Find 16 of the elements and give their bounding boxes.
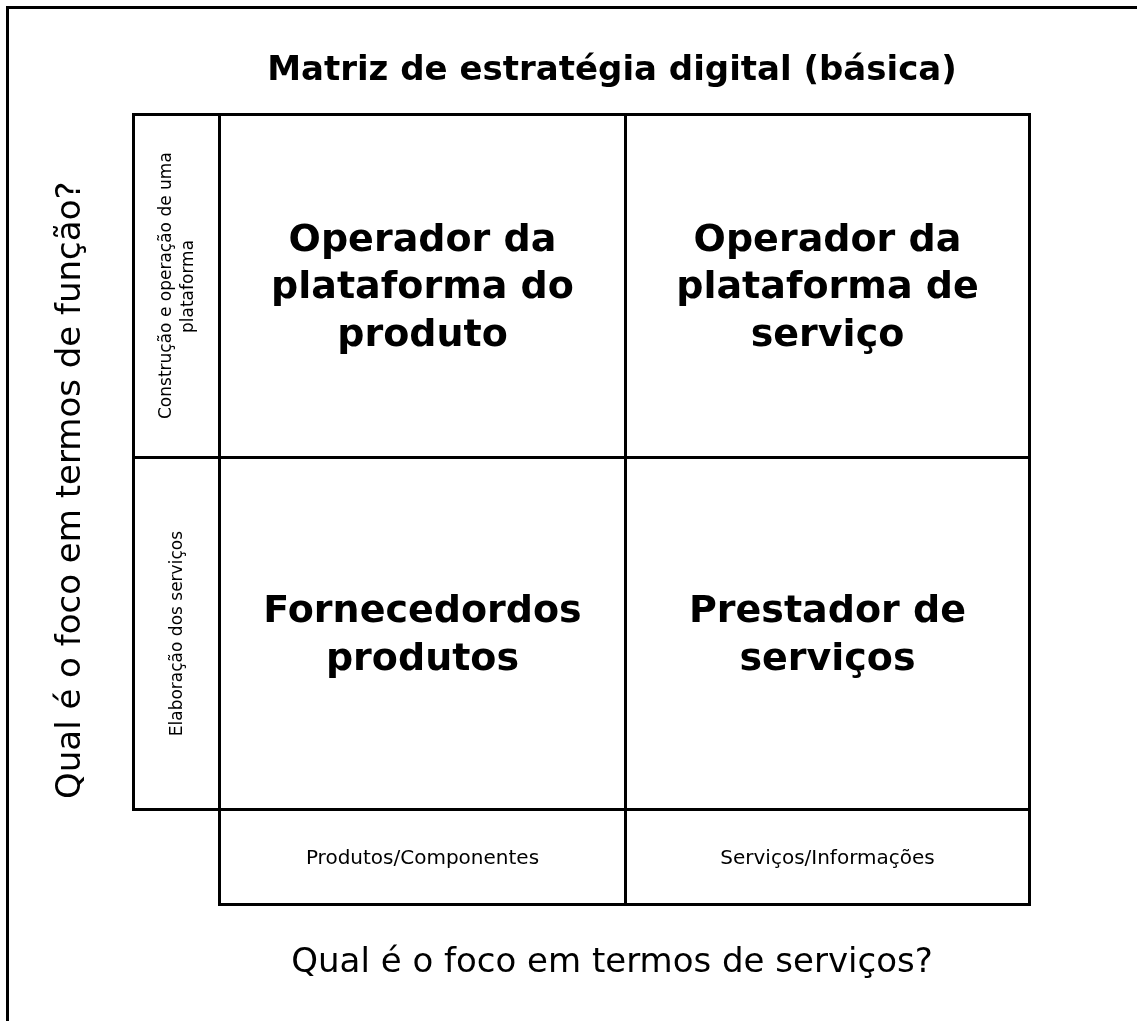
quadrant-title: Operador da plataforma de serviço xyxy=(675,214,980,357)
axis-title: Qual é o foco em termos de serviços? xyxy=(290,940,934,980)
title: Matriz de estratégia digital (básica) xyxy=(266,48,958,88)
row-header xyxy=(132,113,221,459)
column-header xyxy=(624,808,1031,906)
row-header-text: Construção e operação de uma plataforma xyxy=(154,151,199,422)
quadrant-title: Fornecedordos produtos xyxy=(262,586,583,681)
column-header-text: Produtos/Componentes xyxy=(305,845,540,869)
quadrant-title: Operador da plataforma do produto xyxy=(270,214,575,357)
axis-title: Qual é o foco em termos de função? xyxy=(48,180,88,801)
column-header-text: Serviços/Informações xyxy=(720,845,935,869)
quadrant-title: Prestador de serviços xyxy=(687,586,967,681)
matrix-quadrant xyxy=(624,113,1031,459)
row-header-text: Elaboração dos serviços xyxy=(165,530,188,737)
column-header xyxy=(218,808,627,906)
row-header xyxy=(132,456,221,811)
